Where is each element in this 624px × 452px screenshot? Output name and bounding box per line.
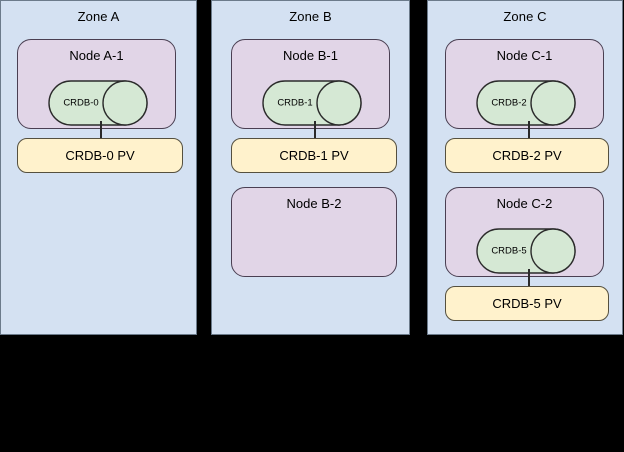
node-box-b-1[interactable]: Node B-1 CRDB-1 — [231, 39, 390, 129]
pod-cylinder-crdb-5[interactable]: CRDB-5 — [476, 228, 576, 274]
pv-label-crdb-2: CRDB-2 PV — [492, 148, 562, 163]
zone-title-a: Zone A — [77, 9, 120, 24]
pv-box-crdb-0[interactable]: CRDB-0 PV — [17, 138, 183, 173]
pod-cylinder-crdb-2[interactable]: CRDB-2 — [476, 80, 576, 126]
connector-node-a-1-to-pv — [100, 121, 102, 140]
pod-cylinder-crdb-1[interactable]: CRDB-1 — [262, 80, 362, 126]
connector-node-c-2-to-pv — [528, 269, 530, 288]
cylinder-shape — [262, 80, 362, 126]
node-title-c-2: Node C-2 — [496, 196, 553, 211]
node-box-a-1[interactable]: Node A-1 CRDB-0 — [17, 39, 176, 129]
cylinder-shape — [48, 80, 148, 126]
pv-label-crdb-5: CRDB-5 PV — [492, 296, 562, 311]
node-title-b-2: Node B-2 — [286, 196, 342, 211]
zone-panel-c[interactable]: Zone C Node C-1 CRDB-2 CRDB-2 PV Node C-… — [427, 0, 623, 335]
connector-node-b-1-to-pv — [314, 121, 316, 140]
zone-panel-a[interactable]: Zone A Node A-1 CRDB-0 CRDB-0 PV — [0, 0, 197, 335]
zone-title-b: Zone B — [289, 9, 332, 24]
pv-box-crdb-1[interactable]: CRDB-1 PV — [231, 138, 397, 173]
cylinder-shape — [476, 80, 576, 126]
pv-box-crdb-2[interactable]: CRDB-2 PV — [445, 138, 609, 173]
cylinder-shape — [476, 228, 576, 274]
pv-box-crdb-5[interactable]: CRDB-5 PV — [445, 286, 609, 321]
node-title-c-1: Node C-1 — [496, 48, 553, 63]
node-title-a-1: Node A-1 — [69, 48, 124, 63]
pod-cylinder-crdb-0[interactable]: CRDB-0 — [48, 80, 148, 126]
node-title-b-1: Node B-1 — [283, 48, 338, 63]
zone-panel-b[interactable]: Zone B Node B-1 CRDB-1 CRDB-1 PV Node B-… — [211, 0, 410, 335]
node-box-c-2[interactable]: Node C-2 CRDB-5 — [445, 187, 604, 277]
node-box-c-1[interactable]: Node C-1 CRDB-2 — [445, 39, 604, 129]
node-box-b-2[interactable]: Node B-2 — [231, 187, 397, 277]
pv-label-crdb-0: CRDB-0 PV — [65, 148, 135, 163]
pv-label-crdb-1: CRDB-1 PV — [279, 148, 349, 163]
connector-node-c-1-to-pv — [528, 121, 530, 140]
zone-title-c: Zone C — [503, 9, 547, 24]
